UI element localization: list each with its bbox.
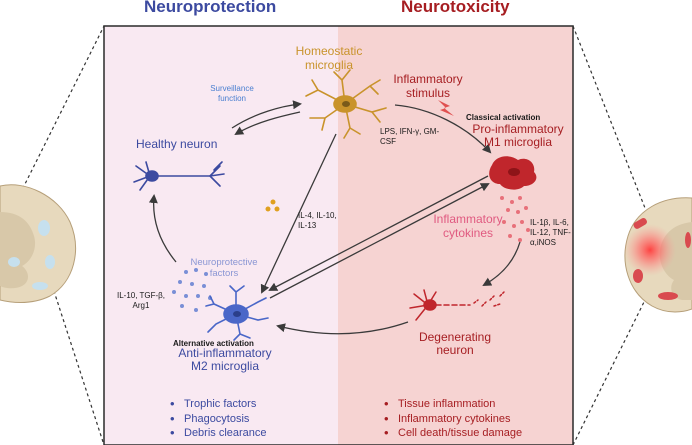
- heading-neuroprotection: Neuroprotection: [144, 0, 277, 16]
- arrow-homeostatic-to-m1: [394, 104, 492, 154]
- neuroprotective-factors-label: Neuroprotective factors: [190, 257, 258, 279]
- toxicity-panel: [338, 26, 573, 445]
- lightning-bolt-icon: [438, 100, 454, 116]
- protection-bullet-item: Trophic factors: [170, 397, 267, 412]
- degenerating-neuron-label: Degenerating neuron: [418, 330, 492, 357]
- homeostatic-microglia-icon: [305, 69, 387, 139]
- protection-bullet-list: Trophic factors Phagocytosis Debris clea…: [170, 397, 267, 441]
- protection-panel: [104, 26, 338, 445]
- arrow-homeostatic-to-m2: [260, 133, 337, 294]
- arrows: [148, 100, 521, 335]
- healthy-neuron-label: Healthy neuron: [136, 137, 218, 151]
- m2-microglia-label: Anti-inflammatory M2 microglia: [178, 346, 272, 373]
- degenerating-neuron-icon: [409, 289, 505, 321]
- cytokine-list-label: IL-1β, IL-6, IL-12, TNF- α,iNOS: [530, 218, 571, 247]
- toxicity-bullet-list: Tissue inflammation Inflammatory cytokin…: [384, 397, 522, 441]
- arrow-homeostatic-to-neuron: [234, 111, 301, 136]
- arrow-m2-to-healthy: [148, 194, 177, 263]
- toxicity-bullet-item: Inflammatory cytokines: [384, 412, 522, 427]
- homeostatic-microglia-label: Homeostatic microglia: [295, 44, 363, 72]
- neuroprotective-dots-icon: [172, 268, 212, 312]
- surveillance-function-label: Surveillance function: [210, 84, 254, 103]
- heading-neurotoxicity: Neurotoxicity: [401, 0, 510, 16]
- protection-bullet-item: Debris clearance: [170, 426, 267, 441]
- zoom-lines: [19, 25, 646, 445]
- arrow-m1-to-m2: [268, 175, 489, 291]
- protection-bullet-item: Phagocytosis: [170, 412, 267, 427]
- classical-activation-label: Classical activation: [466, 113, 541, 122]
- il4-dots-icon: [265, 199, 280, 212]
- toxicity-bullet-item: Tissue inflammation: [384, 397, 522, 412]
- arrow-m2-to-m1: [269, 183, 490, 299]
- main-frame: [103, 25, 574, 445]
- m1-microglia-icon: [489, 156, 537, 190]
- spinal-cord-left-icon: [0, 184, 77, 303]
- inflammatory-stimulus-label: Inflammatory stimulus: [393, 72, 463, 100]
- lps-label: LPS, IFN-γ, GM- CSF: [380, 127, 440, 146]
- m2-microglia-icon: [205, 285, 269, 341]
- alternative-activation-label: Alternative activation: [173, 339, 254, 348]
- inflammatory-cytokines-label: Inflammatory cytokines: [433, 212, 503, 240]
- spinal-cord-right-icon: [624, 197, 692, 313]
- arrow-neuron-to-homeostatic: [231, 100, 302, 129]
- healthy-neuron-icon: [133, 161, 225, 191]
- m1-microglia-label: Pro-inflammatory M1 microglia: [472, 122, 564, 149]
- il4-label: IL-4, IL-10, IL-13: [298, 211, 337, 230]
- toxicity-bullet-item: Cell death/tissue damage: [384, 426, 522, 441]
- arrow-degenerating-to-m2: [276, 321, 409, 335]
- cytokine-dots-icon: [500, 196, 530, 242]
- arrow-cytokines-to-degenerating: [482, 241, 521, 286]
- il10-label: IL-10, TGF-β, Arg1: [116, 291, 166, 310]
